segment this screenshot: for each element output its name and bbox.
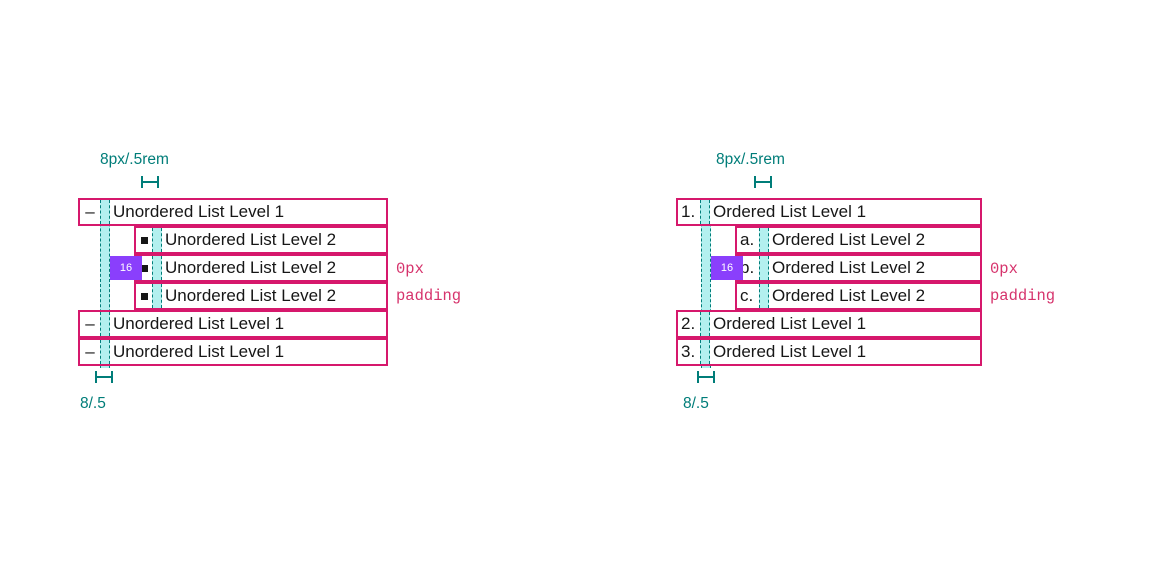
bracket-bar xyxy=(95,376,113,378)
list-marker: c. xyxy=(740,286,754,305)
list-row[interactable]: c. Ordered List Level 2 xyxy=(735,282,982,310)
list-row[interactable]: 3. Ordered List Level 1 xyxy=(676,338,982,366)
list-item-label: Unordered List Level 1 xyxy=(113,314,285,333)
list-marker: 1. xyxy=(681,202,696,221)
list-item-label: Ordered List Level 2 xyxy=(772,230,926,249)
list-marker xyxy=(136,292,152,300)
list-item-label: Unordered List Level 2 xyxy=(165,230,337,249)
square-bullet-icon xyxy=(140,236,148,244)
list-item-label: Ordered List Level 1 xyxy=(713,314,867,333)
list-row[interactable]: Unordered List Level 2 xyxy=(134,226,388,254)
bracket-cap-right xyxy=(770,176,772,188)
list-row[interactable]: 1. Ordered List Level 1 xyxy=(676,198,982,226)
list-marker: – xyxy=(85,314,95,333)
indent-gap-band-unordered xyxy=(100,198,110,368)
list-item-label: Unordered List Level 1 xyxy=(113,342,285,361)
bracket-bar xyxy=(754,181,772,183)
list-marker: b. xyxy=(740,258,755,277)
list-item-label: Unordered List Level 2 xyxy=(165,258,337,277)
top-spacing-bracket-ordered xyxy=(754,176,772,188)
marker-text-gap xyxy=(759,228,769,252)
list-item-label: Unordered List Level 2 xyxy=(165,286,337,305)
list-row[interactable]: – Unordered List Level 1 xyxy=(78,310,388,338)
square-bullet-icon xyxy=(140,264,148,272)
marker-text-gap xyxy=(152,284,162,308)
list-marker: – xyxy=(85,342,95,361)
list-row[interactable]: – Unordered List Level 1 xyxy=(78,198,388,226)
top-spacing-label-ordered: 8px/.5rem xyxy=(716,151,785,168)
top-spacing-bracket-unordered xyxy=(141,176,159,188)
marker-text-gap xyxy=(152,228,162,252)
bottom-spacing-bracket-ordered xyxy=(697,371,715,383)
marker-text-gap xyxy=(152,256,162,280)
padding-note-line1-ordered: 0px xyxy=(990,260,1018,278)
bracket-cap-right xyxy=(713,371,715,383)
list-row[interactable]: Unordered List Level 2 xyxy=(134,254,388,282)
marker-text-gap xyxy=(100,200,110,224)
marker-text-gap xyxy=(700,200,710,224)
bracket-bar xyxy=(697,376,715,378)
list-marker: 3. xyxy=(681,342,696,361)
indent-gap-band-ordered xyxy=(701,198,711,368)
marker-text-gap xyxy=(100,340,110,364)
indent-size-badge-unordered: 16 xyxy=(110,256,142,280)
padding-note-line2-ordered: padding xyxy=(990,287,1056,305)
bracket-bar xyxy=(141,181,159,183)
marker-text-gap xyxy=(700,312,710,336)
list-marker xyxy=(136,236,152,244)
list-item-label: Ordered List Level 2 xyxy=(772,286,926,305)
bottom-spacing-bracket-unordered xyxy=(95,371,113,383)
list-item-label: Ordered List Level 1 xyxy=(713,202,867,221)
marker-text-gap xyxy=(700,340,710,364)
padding-note-line1-unordered: 0px xyxy=(396,260,424,278)
marker-text-gap xyxy=(100,312,110,336)
list-marker: 2. xyxy=(681,314,696,333)
bracket-cap-right xyxy=(111,371,113,383)
list-row[interactable]: b. Ordered List Level 2 xyxy=(735,254,982,282)
list-marker: a. xyxy=(740,230,755,249)
list-marker: – xyxy=(85,202,95,221)
marker-text-gap xyxy=(759,256,769,280)
bracket-cap-right xyxy=(157,176,159,188)
top-spacing-label-unordered: 8px/.5rem xyxy=(100,151,169,168)
list-row[interactable]: – Unordered List Level 1 xyxy=(78,338,388,366)
bottom-spacing-label-unordered: 8/.5 xyxy=(80,395,106,412)
marker-text-gap xyxy=(759,284,769,308)
bottom-spacing-label-ordered: 8/.5 xyxy=(683,395,709,412)
list-item-label: Ordered List Level 2 xyxy=(772,258,926,277)
list-row[interactable]: Unordered List Level 2 xyxy=(134,282,388,310)
list-row[interactable]: a. Ordered List Level 2 xyxy=(735,226,982,254)
square-bullet-icon xyxy=(140,292,148,300)
padding-note-line2-unordered: padding xyxy=(396,287,462,305)
indent-size-badge-ordered: 16 xyxy=(711,256,743,280)
list-marker xyxy=(136,264,152,272)
list-row[interactable]: 2. Ordered List Level 1 xyxy=(676,310,982,338)
list-item-label: Unordered List Level 1 xyxy=(113,202,285,221)
list-item-label: Ordered List Level 1 xyxy=(713,342,867,361)
